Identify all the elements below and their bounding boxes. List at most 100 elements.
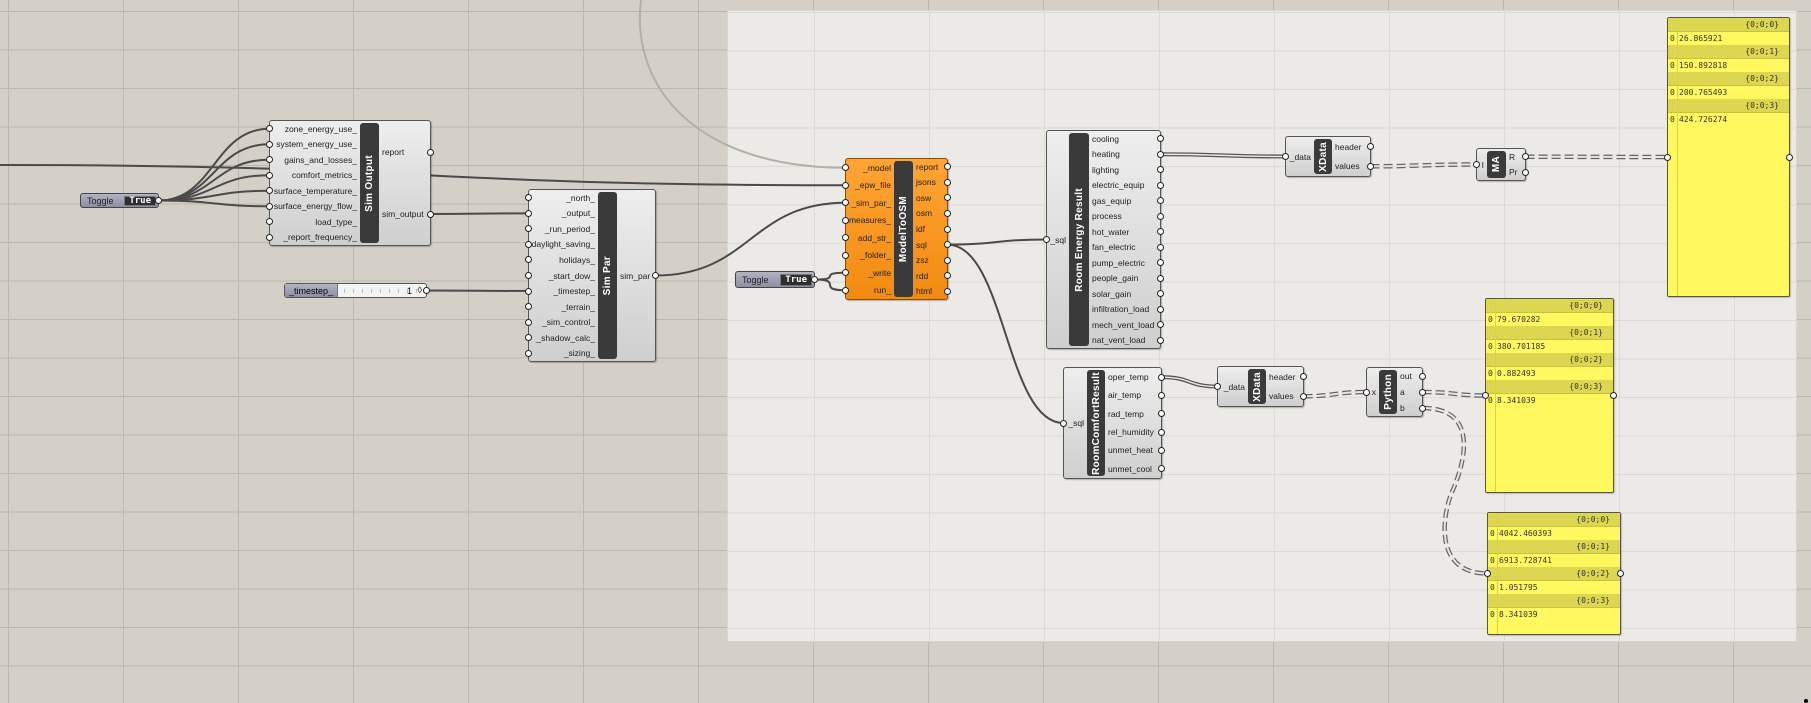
output-port[interactable] bbox=[427, 148, 434, 156]
input-parameter[interactable]: add_str_ bbox=[842, 229, 894, 247]
output-parameter[interactable]: values bbox=[1266, 387, 1307, 407]
input-parameter[interactable]: run_ bbox=[842, 282, 894, 300]
input-port[interactable] bbox=[842, 251, 849, 259]
output-port[interactable] bbox=[1158, 465, 1165, 473]
input-parameter[interactable]: _folder_ bbox=[842, 247, 894, 265]
output-parameter[interactable]: nat_vent_load bbox=[1089, 333, 1164, 349]
timestep-slider[interactable]: _timestep_ 1 ◊ bbox=[284, 283, 430, 298]
input-port[interactable] bbox=[266, 187, 273, 195]
output-parameter[interactable]: out bbox=[1397, 368, 1426, 384]
sim-output-component[interactable]: zone_energy_use_system_energy_use_gains_… bbox=[266, 120, 434, 246]
output-port[interactable] bbox=[1158, 410, 1165, 418]
output-port[interactable] bbox=[1157, 305, 1164, 313]
input-port[interactable] bbox=[525, 349, 532, 357]
input-port[interactable] bbox=[525, 209, 532, 217]
output-parameter[interactable]: mech_vent_load bbox=[1089, 317, 1164, 333]
input-port[interactable] bbox=[842, 216, 849, 224]
slider-track[interactable]: 1 ◊ bbox=[338, 284, 426, 297]
input-parameter[interactable]: _sizing_ bbox=[525, 345, 598, 361]
output-port[interactable] bbox=[944, 194, 951, 202]
input-port[interactable] bbox=[525, 194, 532, 202]
input-port[interactable] bbox=[525, 256, 532, 264]
output-parameter[interactable]: infiltration_load bbox=[1089, 302, 1164, 318]
output-port[interactable] bbox=[944, 209, 951, 217]
output-port[interactable] bbox=[944, 178, 951, 186]
output-port[interactable] bbox=[1158, 428, 1165, 436]
output-parameter[interactable]: header bbox=[1266, 367, 1307, 387]
component-title-bar[interactable]: XData bbox=[1248, 369, 1266, 404]
input-parameter[interactable]: comfort_metrics_ bbox=[266, 168, 360, 184]
output-port[interactable] bbox=[1522, 153, 1529, 161]
output-parameter[interactable]: idf bbox=[913, 221, 951, 237]
output-parameter[interactable]: osw bbox=[913, 190, 951, 206]
component-title-bar[interactable]: MA bbox=[1487, 151, 1506, 178]
output-port[interactable] bbox=[1157, 150, 1164, 158]
input-parameter[interactable]: _write bbox=[842, 264, 894, 282]
output-parameter[interactable]: html bbox=[913, 284, 951, 300]
output-port[interactable] bbox=[1157, 290, 1164, 298]
input-parameter[interactable]: gains_and_losses_ bbox=[266, 152, 360, 168]
input-parameter[interactable]: I bbox=[1473, 149, 1487, 180]
component-title-bar[interactable]: Sim Output bbox=[360, 123, 379, 243]
output-parameter[interactable]: a bbox=[1397, 384, 1426, 400]
output-port[interactable] bbox=[1158, 446, 1165, 454]
component-title-bar[interactable]: RoomComfortResult bbox=[1087, 370, 1105, 476]
output-port[interactable] bbox=[1158, 391, 1165, 399]
output-port[interactable] bbox=[1157, 274, 1164, 282]
output-parameter[interactable]: report bbox=[379, 121, 434, 183]
output-parameter[interactable]: rel_humidity bbox=[1105, 423, 1165, 441]
input-parameter[interactable]: _output_ bbox=[525, 206, 598, 222]
toggle-value[interactable]: True bbox=[780, 273, 812, 286]
input-port[interactable] bbox=[1664, 153, 1671, 161]
output-parameter[interactable]: Pr bbox=[1506, 165, 1529, 181]
input-parameter[interactable]: _sql bbox=[1043, 131, 1069, 348]
component-title-bar[interactable]: Sim Par bbox=[598, 192, 617, 359]
output-port[interactable] bbox=[944, 287, 951, 295]
output-port[interactable] bbox=[1522, 168, 1529, 176]
output-port[interactable] bbox=[1157, 197, 1164, 205]
input-port[interactable] bbox=[1484, 570, 1491, 577]
input-port[interactable] bbox=[525, 240, 532, 248]
input-port[interactable] bbox=[525, 287, 532, 295]
input-port[interactable] bbox=[525, 225, 532, 233]
output-parameter[interactable]: air_temp bbox=[1105, 386, 1165, 404]
output-parameter[interactable]: hot_water bbox=[1089, 224, 1164, 240]
input-parameter[interactable]: x bbox=[1363, 368, 1379, 416]
output-port[interactable] bbox=[1157, 321, 1164, 329]
input-port[interactable] bbox=[842, 234, 849, 242]
component-group[interactable] bbox=[727, 10, 1797, 642]
input-port[interactable] bbox=[266, 125, 273, 133]
input-port[interactable] bbox=[266, 218, 273, 226]
component-title-bar[interactable]: Room Energy Result bbox=[1069, 133, 1089, 346]
input-port[interactable] bbox=[266, 202, 273, 210]
output-parameter[interactable]: sql bbox=[913, 237, 951, 253]
input-port[interactable] bbox=[1363, 388, 1370, 396]
output-parameter[interactable]: jsons bbox=[913, 175, 951, 191]
output-parameter[interactable]: sim_par bbox=[617, 190, 659, 361]
input-parameter[interactable]: surface_temperature_ bbox=[266, 183, 360, 199]
input-port[interactable] bbox=[842, 164, 849, 172]
output-parameter[interactable]: b bbox=[1397, 400, 1426, 416]
output-parameter[interactable]: rdd bbox=[913, 268, 951, 284]
output-port[interactable] bbox=[1367, 162, 1374, 170]
input-parameter[interactable]: _timestep_ bbox=[525, 283, 598, 299]
input-port[interactable] bbox=[1060, 419, 1067, 427]
input-port[interactable] bbox=[266, 233, 273, 241]
component-title-bar[interactable]: XData bbox=[1314, 139, 1332, 174]
input-parameter[interactable]: system_energy_use_ bbox=[266, 137, 360, 153]
output-parameter[interactable]: oper_temp bbox=[1105, 368, 1165, 386]
output-port[interactable] bbox=[1617, 570, 1624, 577]
input-port[interactable] bbox=[1043, 236, 1050, 243]
toggle-value[interactable]: True bbox=[124, 195, 156, 206]
output-parameter[interactable]: rad_temp bbox=[1105, 405, 1165, 423]
output-parameter[interactable]: unmet_cool bbox=[1105, 460, 1165, 478]
output-parameter[interactable]: header bbox=[1332, 137, 1374, 157]
output-parameter[interactable]: zsz bbox=[913, 252, 951, 268]
